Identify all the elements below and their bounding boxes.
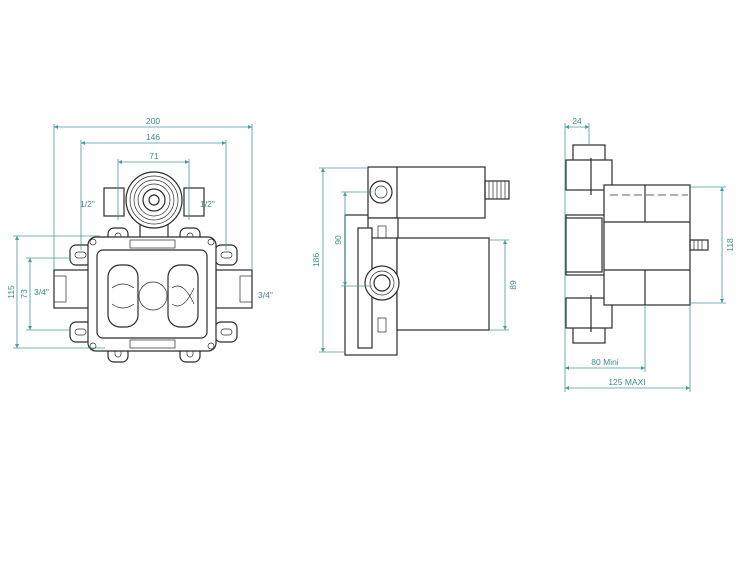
front-view: [53, 171, 253, 363]
rear-dimensions: 24 118 80 Mini 125 MAXI: [564, 116, 735, 392]
dim-125-maxi: 125 MAXI: [608, 377, 645, 387]
dim-89: 89: [508, 280, 518, 290]
dim-200: 200: [146, 116, 160, 126]
dim-90: 90: [333, 235, 343, 245]
rear-view: [565, 144, 709, 344]
side-dimensions: 186 90 89: [311, 167, 518, 353]
dim-115: 115: [6, 285, 16, 299]
dim-186: 186: [311, 253, 321, 267]
dim-118: 118: [725, 238, 735, 252]
outlet-left-label: 1/2": [80, 199, 95, 209]
front-dimensions: 200 146 71 1/2" 1/2" 3/4" 3/4" 115 73: [6, 116, 273, 349]
inlet-right-label: 3/4": [258, 290, 273, 300]
dim-80-mini: 80 Mini: [591, 357, 619, 367]
dim-71: 71: [149, 151, 159, 161]
outlet-right-label: 1/2": [200, 199, 215, 209]
side-view: [344, 166, 510, 356]
dim-73: 73: [19, 289, 29, 299]
inlet-left-label: 3/4": [34, 287, 49, 297]
dim-146: 146: [146, 132, 160, 142]
dim-24: 24: [572, 116, 582, 126]
